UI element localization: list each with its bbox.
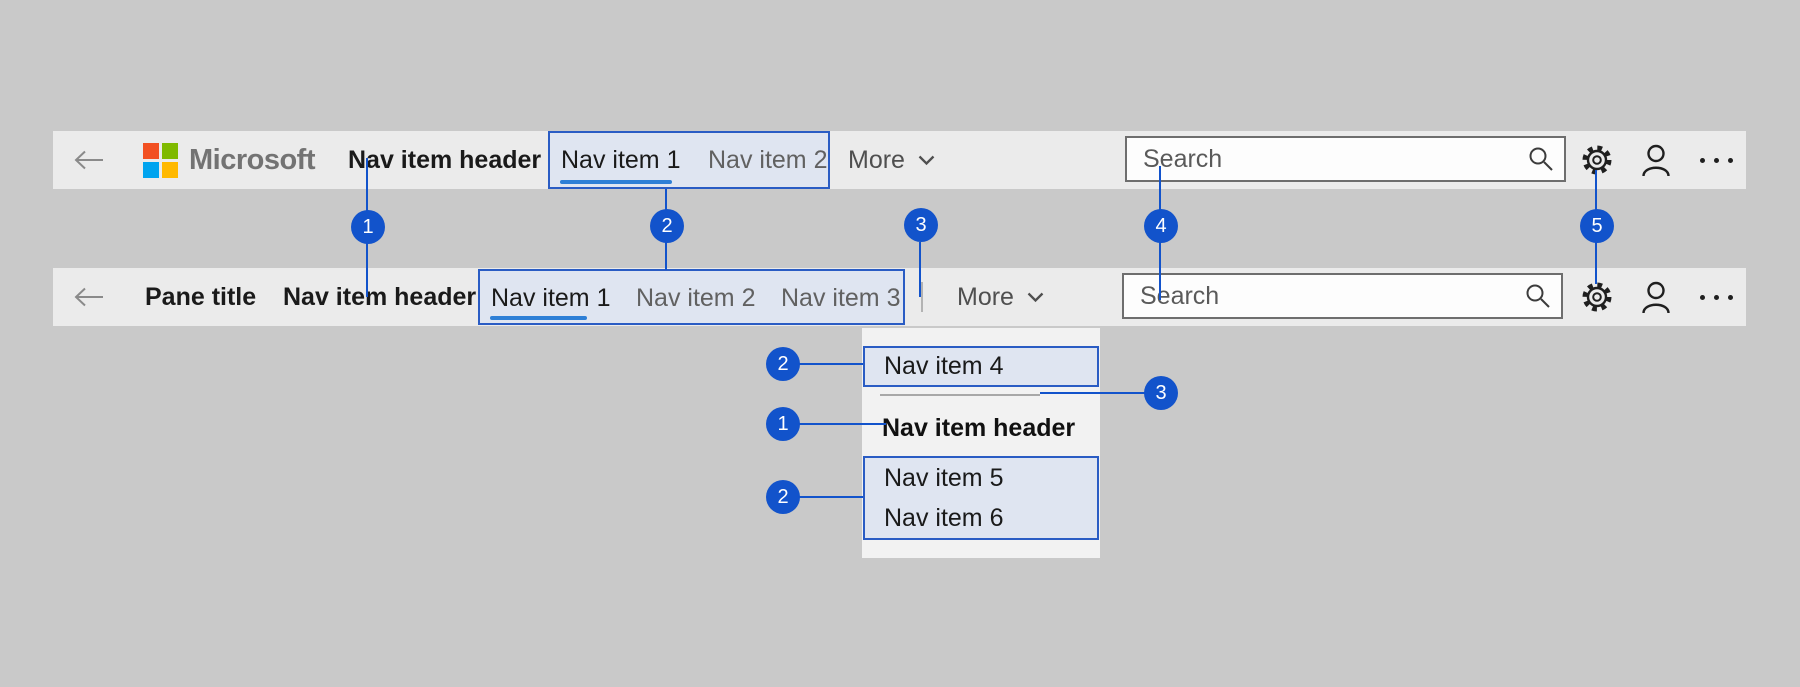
pane-back-button[interactable] <box>65 268 113 326</box>
microsoft-logo-text: Microsoft <box>189 143 316 176</box>
callout-line-3 <box>919 242 921 297</box>
menu-item-4[interactable]: Nav item 4 <box>884 352 1004 380</box>
pane-nav-item-2[interactable]: Nav item 2 <box>636 284 756 312</box>
callout-line-3-menu-separator <box>1040 392 1145 394</box>
top-more-button[interactable]: More <box>848 131 935 189</box>
pane-more-options-button[interactable] <box>1693 268 1739 326</box>
ellipsis-icon <box>1699 157 1733 163</box>
top-command-bar: Microsoft Nav item header Nav item 1 Nav… <box>53 131 1746 189</box>
callout-badge-5: 5 <box>1580 209 1614 243</box>
menu-nav-item-header: Nav item header <box>882 414 1076 442</box>
top-search-input[interactable] <box>1125 136 1566 182</box>
menu-separator <box>880 394 1040 396</box>
pane-command-bar: Pane title Nav item header Nav item 1 Na… <box>53 268 1746 326</box>
more-label: More <box>848 145 905 174</box>
menu-item-6[interactable]: Nav item 6 <box>884 504 1004 532</box>
callout-line-2-menu-bottom <box>799 496 863 498</box>
more-options-button[interactable] <box>1693 131 1739 189</box>
search-icon[interactable] <box>1527 145 1554 172</box>
callout-badge-1: 1 <box>351 210 385 244</box>
selected-underline <box>560 180 672 184</box>
pane-search-box <box>1122 273 1563 319</box>
gear-icon <box>1578 278 1616 316</box>
callout-badge-3-menu-separator: 3 <box>1144 376 1178 410</box>
search-icon[interactable] <box>1524 282 1551 309</box>
back-button[interactable] <box>65 131 113 189</box>
callout-badge-2-menu-top: 2 <box>766 347 800 381</box>
callout-line-2-menu-top <box>799 363 863 365</box>
more-label: More <box>957 282 1014 311</box>
pane-settings-button[interactable] <box>1574 268 1620 326</box>
callout-line-1-menu-header <box>799 423 886 425</box>
microsoft-logo[interactable]: Microsoft <box>143 131 316 189</box>
nav-more-divider <box>921 282 923 312</box>
top-nav-item-2[interactable]: Nav item 2 <box>708 146 828 174</box>
top-nav-item-header[interactable]: Nav item header <box>348 146 542 174</box>
chevron-down-icon <box>1027 292 1044 303</box>
account-button[interactable] <box>1633 131 1679 189</box>
back-arrow-icon <box>74 150 104 170</box>
pane-title: Pane title <box>145 283 257 311</box>
menu-item-4-highlight: Nav item 4 <box>863 346 1099 387</box>
microsoft-logo-icon <box>143 142 178 178</box>
back-arrow-icon <box>74 287 104 307</box>
callout-badge-3: 3 <box>904 208 938 242</box>
overflow-menu: Nav item 4 Nav item header Nav item 5 Na… <box>862 328 1100 558</box>
callout-badge-2-menu-bottom: 2 <box>766 480 800 514</box>
callout-badge-2: 2 <box>650 209 684 243</box>
callout-badge-1-menu-header: 1 <box>766 407 800 441</box>
person-icon <box>1639 279 1673 315</box>
gear-icon <box>1578 141 1616 179</box>
callout-badge-4: 4 <box>1144 209 1178 243</box>
top-search-box <box>1125 136 1566 182</box>
pane-more-button[interactable]: More <box>957 268 1044 326</box>
pane-nav-item-1[interactable]: Nav item 1 <box>491 284 611 312</box>
menu-item-5[interactable]: Nav item 5 <box>884 464 1004 492</box>
top-nav-items-highlight: Nav item 1 Nav item 2 <box>548 131 830 189</box>
person-icon <box>1639 142 1673 178</box>
pane-search-input[interactable] <box>1122 273 1563 319</box>
pane-account-button[interactable] <box>1633 268 1679 326</box>
selected-underline <box>490 316 587 320</box>
chevron-down-icon <box>918 155 935 166</box>
pane-nav-item-header[interactable]: Nav item header <box>283 283 477 311</box>
settings-button[interactable] <box>1574 131 1620 189</box>
pane-nav-items-highlight: Nav item 1 Nav item 2 Nav item 3 <box>478 269 905 325</box>
menu-items-5-6-highlight: Nav item 5 Nav item 6 <box>863 456 1099 540</box>
top-nav-item-1[interactable]: Nav item 1 <box>561 146 681 174</box>
pane-nav-item-3[interactable]: Nav item 3 <box>781 284 901 312</box>
ellipsis-icon <box>1699 294 1733 300</box>
